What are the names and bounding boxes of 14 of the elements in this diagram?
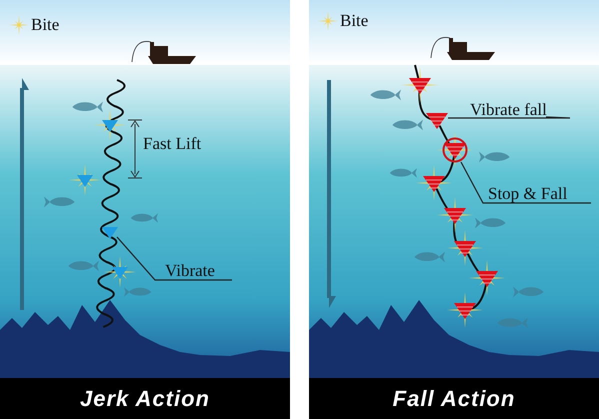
callout-label: Vibrate — [165, 261, 215, 281]
lure-icon — [100, 225, 120, 241]
legend-label: Bite — [340, 11, 368, 31]
lure-icon — [426, 112, 448, 130]
legend-label: Bite — [31, 15, 60, 35]
title-bar: Jerk Action — [0, 378, 290, 419]
callout-label: Vibrate fall — [448, 100, 570, 120]
callout-label: Stop & Fall — [488, 184, 568, 204]
leader-line — [460, 162, 591, 204]
title-bar: Fall Action — [309, 378, 599, 419]
leader-line — [447, 116, 571, 119]
dimension-label: Fast Lift — [143, 134, 202, 154]
leader-line — [116, 236, 232, 281]
highlight-circle — [442, 137, 468, 163]
